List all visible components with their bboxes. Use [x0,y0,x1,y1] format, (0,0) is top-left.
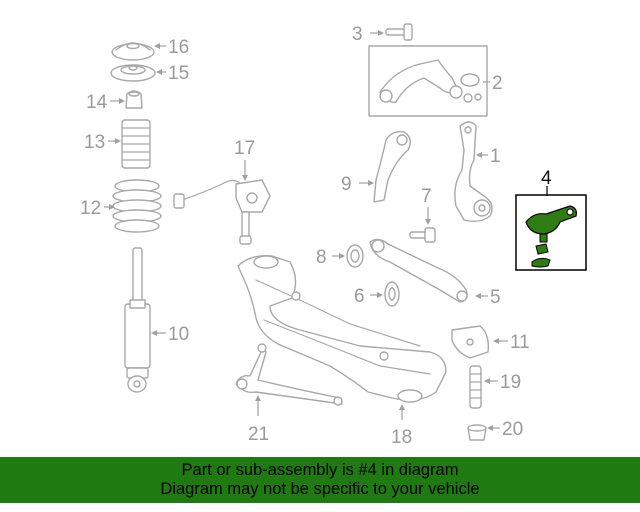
callout-11-label: 11 [510,332,530,353]
banner-line-1: Part or sub-assembly is #4 in diagram [181,461,459,479]
callout-13-label: 13 [84,132,105,153]
callout-8: 8 [316,247,345,268]
callout-7-label: 7 [421,186,432,207]
part-1-knuckle [454,121,493,223]
callout-11: 11 [493,332,530,353]
part-12-coil-spring [112,179,162,233]
callout-15-label: 15 [168,63,189,84]
callout-4: 4 [541,168,552,196]
callout-6-label: 6 [354,286,365,307]
callout-9: 9 [341,174,374,195]
callout-17: 17 [234,138,255,181]
callout-12: 12 [80,198,115,219]
part-15-mount-plate [110,64,156,82]
part-14-bump-stop [125,90,143,109]
part-19-stud [469,365,482,409]
callout-6: 6 [354,286,383,307]
callout-14: 14 [86,92,125,113]
part-6-bushing [384,281,400,307]
callout-10: 10 [151,324,189,345]
callout-8-label: 8 [316,247,327,268]
part-2-upper-arm [368,45,488,117]
part-21-lower-link [235,343,343,406]
info-banner: Part or sub-assembly is #4 in diagram Di… [0,457,640,503]
callout-10-label: 10 [168,324,189,345]
callout-2-label: 2 [492,73,503,94]
part-18-subframe [237,255,447,403]
part-11-bracket [451,325,490,359]
callout-7: 7 [421,186,432,225]
part-4-ball-joint [515,194,587,271]
part-16-upper-mount [111,42,155,61]
callout-21-label: 21 [248,424,269,445]
callout-16-label: 16 [168,37,189,58]
callout-18-label: 18 [391,427,412,448]
part-17-height-sensor [173,179,271,245]
part-7-bolt [409,227,436,243]
part-3-bolt [385,23,413,41]
callout-16: 16 [154,37,189,58]
callout-12-label: 12 [80,198,101,219]
part-10-shock-absorber [124,247,151,393]
callout-20-label: 20 [502,419,523,440]
callout-20: 20 [487,419,523,440]
callout-17-label: 17 [234,138,255,159]
callout-4-label: 4 [541,168,552,189]
callout-1-label: 1 [490,146,501,167]
callout-3: 3 [352,24,384,45]
callout-13: 13 [84,132,121,153]
callout-15: 15 [156,63,189,84]
callout-9-label: 9 [341,174,352,195]
callout-19: 19 [484,372,521,393]
part-13-dust-boot [121,119,151,169]
parts-diagram: 16 15 14 13 [80,23,587,448]
callout-14-label: 14 [86,92,108,113]
callout-1: 1 [476,146,501,167]
callout-5-label: 5 [490,287,501,308]
part-5-lower-arm [369,238,468,303]
callout-21: 21 [248,395,269,445]
callout-2: 2 [483,73,503,94]
callout-3-label: 3 [352,24,363,45]
part-20-nut [467,424,487,441]
banner-line-2: Diagram may not be specific to your vehi… [160,480,480,498]
callout-5: 5 [475,287,501,308]
part-8-bushing [346,244,364,268]
callout-18: 18 [391,404,412,448]
callout-19-label: 19 [500,372,521,393]
part-9-link [373,130,411,203]
